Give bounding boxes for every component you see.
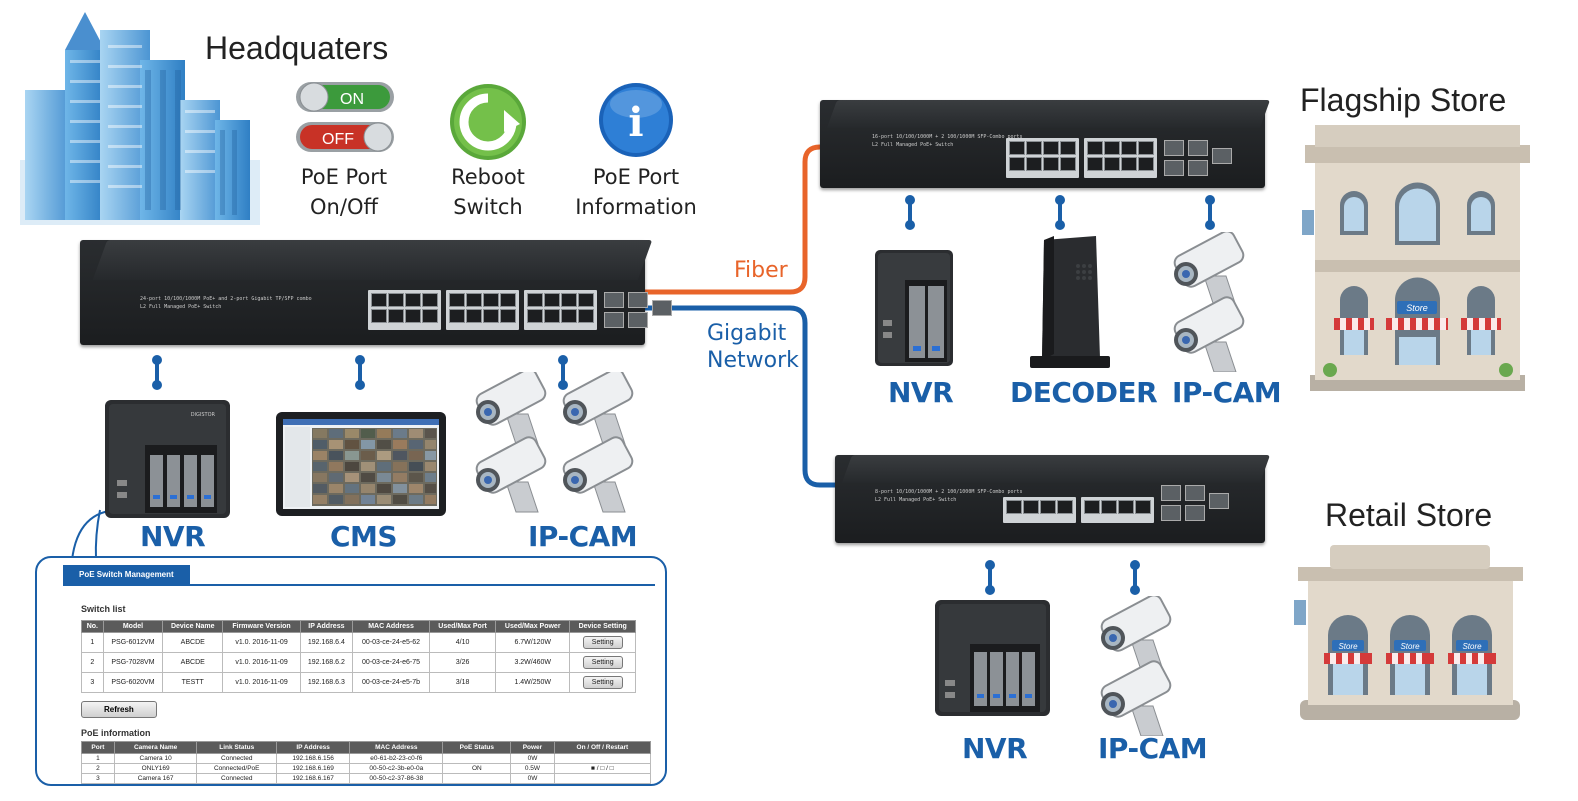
flagship-title: Flagship Store [1300, 82, 1507, 118]
gigabit-line2: Network [707, 348, 799, 373]
poe-table: Port Camera Name Link Status IP Address … [81, 741, 652, 784]
info-line1: PoE Port [592, 165, 680, 189]
on-label: ON [340, 91, 364, 108]
refresh-button[interactable]: Refresh [81, 701, 157, 718]
col-header: Device Name [162, 620, 224, 633]
hq-connectors [152, 355, 568, 390]
cms-label: CMS [330, 520, 398, 553]
switch-table: No. Model Device Name Firmware Version I… [81, 620, 636, 693]
flagship-ipcam-icons [1170, 232, 1248, 372]
nvr-brand: DIGISTOR [191, 412, 216, 418]
poe-onoff-line1: PoE Port [300, 165, 388, 189]
poe-info-title: PoE information [81, 728, 151, 738]
off-label: OFF [322, 131, 354, 148]
col-header: MAC Address [349, 741, 444, 754]
port-block [368, 290, 441, 330]
retail-nvr-label: NVR [962, 732, 1028, 765]
retail-store-sign: Store [1462, 642, 1482, 651]
setting-button[interactable]: Setting [582, 676, 623, 689]
cms-monitor-icon [276, 412, 446, 516]
retail-ipcam-icons [1097, 596, 1175, 736]
gigabit-line1: Gigabit [707, 321, 787, 346]
col-header: Device Setting [569, 620, 636, 633]
flagship-store-sign: Store [1406, 303, 1428, 313]
hq-ipcam-label: IP-CAM [528, 520, 638, 553]
flagship-switch-line2: L2 Full Managed PoE+ Switch [872, 142, 954, 148]
retail-switch-line1: 8-port 10/100/1000M + 2 100/1000M SFP-Co… [875, 489, 1023, 495]
col-header: Link Status [196, 741, 278, 754]
col-header: Port [81, 741, 115, 754]
poe-toggle-icon: ON OFF [296, 82, 394, 152]
retail-nvr-icon [935, 600, 1050, 716]
headquarters-title: Headquaters [205, 30, 389, 66]
flagship-connectors [905, 195, 1215, 230]
poe-control-checkboxes[interactable]: ■ / □ / □ [553, 763, 652, 774]
flagship-switch: 16-port 10/100/1000M + 2 100/1000M SFP-C… [820, 100, 1271, 188]
col-header: IP Address [299, 620, 353, 633]
reboot-icon [450, 84, 526, 160]
camera-link[interactable]: Camera 167 [113, 773, 198, 784]
headquarters-building-icon [20, 12, 260, 225]
col-header: Used/Max Power [495, 620, 571, 633]
reboot-line1: Reboot [451, 165, 525, 189]
retail-title: Retail Store [1325, 497, 1493, 533]
col-header: IP Address [276, 741, 351, 754]
port-block [1084, 138, 1157, 178]
setting-button[interactable]: Setting [582, 636, 623, 649]
hq-switch-line2: L2 Full Managed PoE+ Switch [140, 304, 222, 310]
port-block [1006, 138, 1079, 178]
hq-nvr-icon: DIGISTOR [105, 400, 230, 518]
flagship-switch-line1: 16-port 10/100/1000M + 2 100/1000M SFP-C… [872, 134, 1023, 140]
col-header: Firmware Version [222, 620, 301, 633]
tab-poe-switch-management[interactable]: PoE Switch Management [63, 565, 190, 584]
hq-switch-line1: 24-port 10/100/1000M PoE+ and 2-port Gig… [140, 296, 312, 302]
port-block [1003, 497, 1076, 523]
hq-switch: 24-port 10/100/1000M PoE+ and 2-port Gig… [80, 240, 672, 345]
info-glyph: i [628, 99, 643, 146]
flagship-nvr-icon [875, 250, 953, 366]
decoder-icon [1030, 236, 1110, 368]
reboot-line2: Switch [453, 195, 523, 219]
retail-switch-line2: L2 Full Managed PoE+ Switch [875, 497, 957, 503]
port-block [1081, 497, 1154, 523]
switch-list-title: Switch list [81, 604, 126, 614]
camera-link[interactable]: ONLY169 [113, 763, 198, 774]
retail-store-sign: Store [1338, 642, 1358, 651]
decoder-label: DECODER [1010, 376, 1158, 409]
col-header: Power [510, 741, 555, 754]
retail-store-building-icon: Store Store Store [1294, 545, 1523, 720]
flagship-store-building-icon: Store [1302, 125, 1530, 391]
retail-switch: 8-port 10/100/1000M + 2 100/1000M SFP-Co… [835, 455, 1271, 543]
flagship-ipcam-label: IP-CAM [1172, 376, 1282, 409]
port-block [524, 290, 597, 330]
camera-link[interactable]: Camera 10 [113, 753, 198, 764]
info-line2: Information [575, 195, 697, 219]
info-icon: i [599, 83, 673, 157]
setting-button[interactable]: Setting [582, 656, 623, 669]
hq-nvr-label: NVR [140, 520, 206, 553]
col-header: MAC Address [351, 620, 431, 633]
retail-connectors [985, 560, 1140, 595]
col-header: No. [81, 620, 104, 633]
col-header: Model [102, 620, 164, 633]
col-header: Used/Max Port [429, 620, 497, 633]
poe-management-panel: PoE Switch Management Switch list No. Mo… [35, 556, 667, 786]
col-header: PoE Status [442, 741, 512, 754]
poe-onoff-line2: On/Off [310, 195, 378, 219]
col-header: On / Off / Restart [553, 741, 652, 754]
fiber-label: Fiber [734, 258, 788, 283]
port-block [446, 290, 519, 330]
hq-ipcam-icons [472, 372, 637, 513]
retail-ipcam-label: IP-CAM [1098, 732, 1208, 765]
col-header: Camera Name [113, 741, 198, 754]
retail-store-sign: Store [1400, 642, 1420, 651]
flagship-nvr-label: NVR [888, 376, 954, 409]
